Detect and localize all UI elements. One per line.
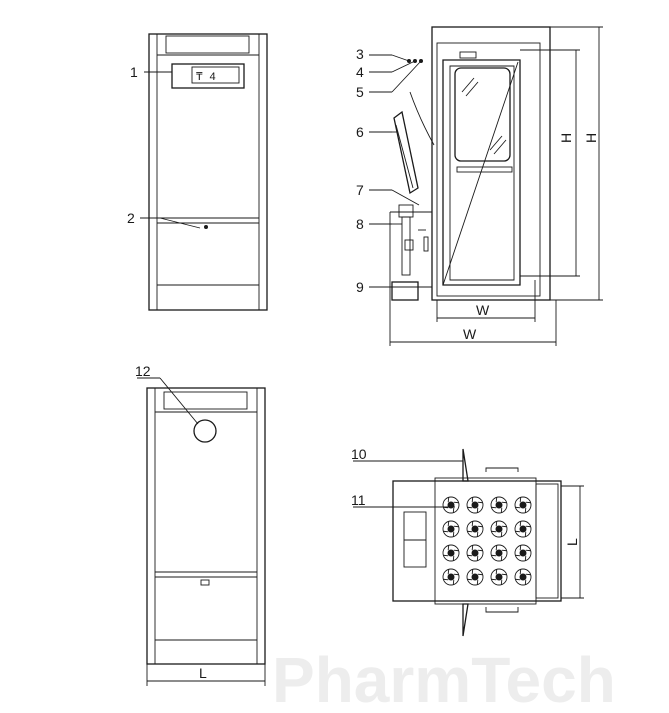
door-swing-top <box>462 448 469 482</box>
side-fan-filter <box>393 110 419 195</box>
dim-label-width-outer: W <box>463 326 477 342</box>
callout-8: 8 <box>356 216 364 232</box>
dim-label-length-top: L <box>564 538 580 546</box>
watermark: PharmTech <box>272 644 616 713</box>
top-cabinet-outline <box>392 480 562 602</box>
dim-label-length-back: L <box>199 665 207 681</box>
top-roof-panel <box>434 477 537 605</box>
top-end-panel <box>535 483 559 599</box>
exhaust-port <box>193 419 217 443</box>
callout-2: 2 <box>127 210 135 226</box>
nozzle-icon <box>466 568 484 586</box>
dim-label-height-outer: H <box>583 133 599 143</box>
nozzle-icon <box>514 520 532 538</box>
nozzle-icon <box>442 568 460 586</box>
back-latch <box>200 579 210 586</box>
display-glyph: ₸ 4 <box>196 72 216 84</box>
top-view <box>392 448 584 637</box>
door-panel <box>442 59 521 286</box>
side-view <box>389 26 603 346</box>
callout-4: 4 <box>356 64 364 80</box>
door-swing-bottom <box>462 603 469 637</box>
nozzle-grid <box>442 496 532 586</box>
door-window <box>454 67 511 162</box>
nozzle-icon <box>490 520 508 538</box>
callout-7: 7 <box>356 182 364 198</box>
nozzle-icon <box>442 496 460 514</box>
front-view: ₸ 4 <box>148 33 268 311</box>
nozzle-icon <box>442 520 460 538</box>
callout-3: 3 <box>356 46 364 62</box>
front-top-vent <box>165 35 250 54</box>
door-closer <box>459 51 477 59</box>
dimension-labels: H H W W L L <box>199 133 599 681</box>
dim-label-width-inner: W <box>476 302 490 318</box>
nozzle-icon <box>490 568 508 586</box>
display-screen <box>191 66 240 84</box>
nozzle-icon <box>490 496 508 514</box>
callout-1: 1 <box>130 64 138 80</box>
front-cabinet-outline <box>148 33 268 311</box>
nozzle-icon <box>442 544 460 562</box>
control-panel <box>171 63 245 89</box>
callout-11: 11 <box>351 492 366 508</box>
door-handle <box>456 166 513 173</box>
callout-6: 6 <box>356 124 364 140</box>
side-cabinet-outline <box>431 26 551 301</box>
leader-lines <box>137 54 463 508</box>
nozzle-icon <box>514 544 532 562</box>
nozzle-icon <box>514 496 532 514</box>
front-lock-icon <box>204 225 208 229</box>
callout-12: 12 <box>135 363 151 379</box>
callout-9: 9 <box>356 279 364 295</box>
callout-10: 10 <box>351 446 367 462</box>
top-control-box <box>403 511 427 568</box>
back-view <box>146 387 266 686</box>
callout-numbers: 1 2 3 4 5 6 7 8 9 10 11 12 <box>127 46 367 508</box>
nozzle-icon <box>514 568 532 586</box>
nozzle-icon <box>466 544 484 562</box>
nozzle-icon <box>466 520 484 538</box>
back-top-vent <box>163 391 248 410</box>
dim-label-height-inner: H <box>558 133 574 143</box>
side-door-frame <box>436 42 541 297</box>
back-cabinet-outline <box>146 387 266 665</box>
support-base <box>391 281 419 301</box>
support-column <box>401 216 411 276</box>
nozzle-icon <box>466 496 484 514</box>
callout-5: 5 <box>356 84 364 100</box>
nozzle-icon <box>490 544 508 562</box>
